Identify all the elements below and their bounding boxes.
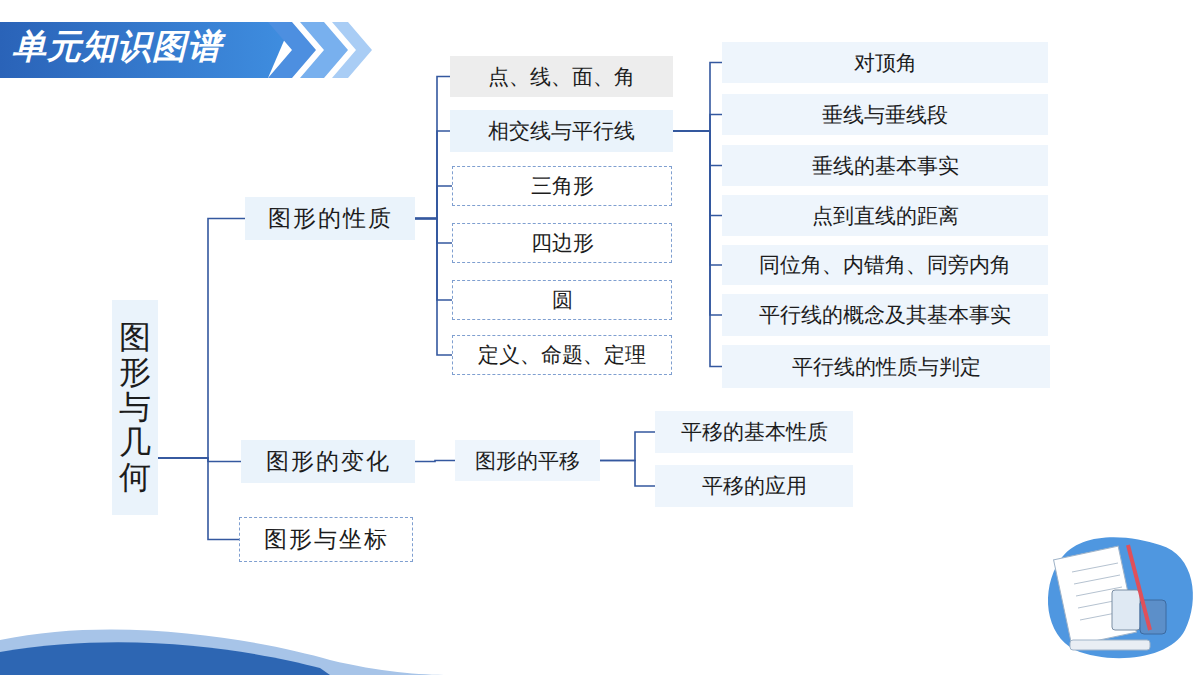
topic-box: 点、线、面、角 <box>450 56 673 97</box>
node-label: 点、线、面、角 <box>488 63 635 91</box>
node-label: 相交线与平行线 <box>488 117 635 145</box>
tree-connector <box>158 219 245 459</box>
tree-connector <box>673 115 722 132</box>
title: 单元知识图谱 <box>12 24 222 70</box>
tree-connector <box>415 219 452 244</box>
category-box: 图形的变化 <box>241 440 415 483</box>
tree-connector <box>673 131 722 265</box>
node-label: 同位角、内错角、同旁内角 <box>759 251 1011 279</box>
wave <box>0 642 330 675</box>
node-label: 三角形 <box>531 172 594 200</box>
node-label: 平行线的概念及其基本事实 <box>759 301 1011 329</box>
node-label: 圆 <box>552 286 573 314</box>
subtopic-box: 平移的应用 <box>655 465 853 507</box>
category-box: 图形的性质 <box>245 197 415 240</box>
node-label: 平行线的性质与判定 <box>792 353 981 381</box>
topic-box: 相交线与平行线 <box>450 110 673 152</box>
node-label: 垂线与垂线段 <box>822 101 948 129</box>
root-box: 图形与几何 <box>112 300 158 515</box>
title-banner <box>0 22 292 78</box>
node-label: 垂线的基本事实 <box>812 152 959 180</box>
node-label: 图形与几何 <box>119 320 151 496</box>
topic-box-dashed: 圆 <box>452 280 672 320</box>
node-label: 四边形 <box>531 229 594 257</box>
illustration-blob <box>1048 537 1193 658</box>
subtopic-box: 同位角、内错角、同旁内角 <box>722 245 1048 285</box>
tree-connector <box>673 131 722 216</box>
tree-connector <box>415 131 450 219</box>
node-label: 定义、命题、定理 <box>478 341 646 369</box>
tree-connector <box>415 219 452 301</box>
tree-connector <box>673 131 722 315</box>
subtopic-box: 对顶角 <box>722 42 1048 83</box>
topic-box-dashed: 定义、命题、定理 <box>452 335 672 375</box>
node-label: 对顶角 <box>854 49 917 77</box>
node-label: 图形与坐标 <box>264 524 389 555</box>
subtopic-box: 平行线的性质与判定 <box>722 345 1050 388</box>
tree-connector <box>415 77 450 219</box>
subtopic-box: 点到直线的距离 <box>722 195 1048 236</box>
tree-connector <box>673 131 722 166</box>
wave <box>0 630 450 675</box>
subtopic-box: 垂线与垂线段 <box>722 94 1048 135</box>
topic-box-dashed: 三角形 <box>452 166 672 206</box>
notebook-illustration <box>1054 545 1166 650</box>
tree-connector <box>673 131 722 367</box>
node-label: 图形的性质 <box>268 203 393 234</box>
node-label: 点到直线的距离 <box>812 202 959 230</box>
category-box-dashed: 图形与坐标 <box>239 517 413 562</box>
tree-connector <box>158 458 239 540</box>
node-label: 图形的平移 <box>475 447 580 475</box>
tree-connector <box>415 461 455 462</box>
tree-connector <box>600 432 655 461</box>
tree-connector <box>673 63 722 132</box>
subtopic-box: 平移的基本性质 <box>655 411 853 453</box>
tree-connector <box>415 186 452 219</box>
subtopic-box: 图形的平移 <box>455 440 600 481</box>
node-label: 图形的变化 <box>266 446 391 477</box>
subtopic-box: 垂线的基本事实 <box>722 145 1048 186</box>
subtopic-box: 平行线的概念及其基本事实 <box>722 294 1048 336</box>
chevron <box>332 22 372 78</box>
node-label: 平移的应用 <box>702 472 807 500</box>
tree-connector <box>415 219 452 356</box>
node-label: 平移的基本性质 <box>681 418 828 446</box>
tree-connector <box>600 461 655 487</box>
topic-box-dashed: 四边形 <box>452 223 672 263</box>
